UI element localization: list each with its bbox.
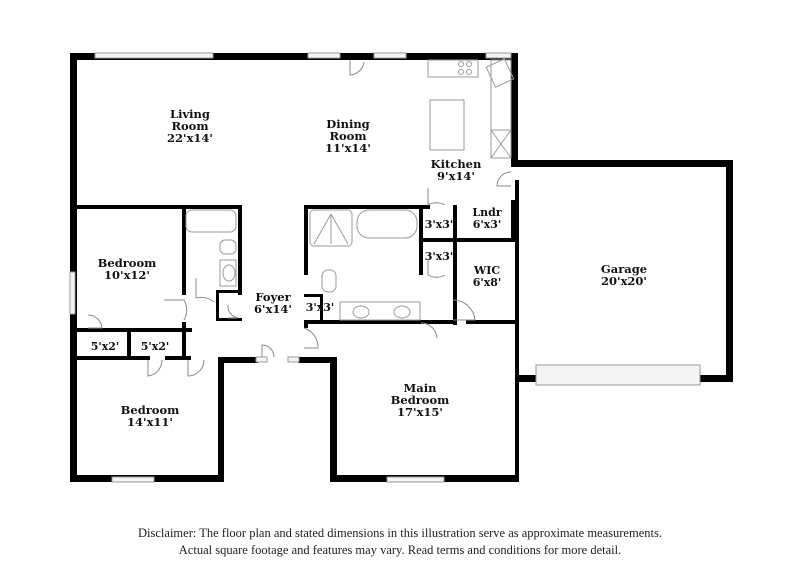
room-label-kitchen: Kitchen 9'x14' [430, 157, 482, 183]
doors [87, 60, 512, 377]
room-label-main-bedroom: Main Bedroom 17'x15' [390, 381, 450, 419]
room-label-laundry: Lndr 6'x3' [472, 206, 502, 231]
windows [69, 52, 701, 483]
room-label-bedroom-3: Bedroom 14'x11' [120, 403, 180, 429]
room-label-garage: Garage 20'x20' [600, 262, 648, 288]
room-label-closet-bed3: 5'x2' [140, 340, 170, 353]
room-label-bedroom-2: Bedroom 10'x12' [97, 256, 157, 282]
room-label-closet-main-bath: 3'x3' [424, 250, 454, 263]
disclaimer-line-1: Disclaimer: The floor plan and stated di… [138, 526, 662, 540]
room-label-closet-foyer: 3'x3' [305, 301, 335, 314]
room-label-closet-bed2: 5'x2' [90, 340, 120, 353]
room-label-foyer: Foyer 6'x14' [254, 290, 292, 316]
room-label-living-room: Living Room 22'x14' [167, 107, 213, 145]
disclaimer-line-2: Actual square footage and features may v… [178, 543, 622, 557]
room-label-wic: WIC 6'x8' [472, 264, 502, 289]
fixtures [185, 58, 515, 321]
interior-walls [70, 200, 515, 360]
room-label-dining-room: Dining Room 11'x14' [325, 117, 371, 155]
room-label-closet-kitchen: 3'x3' [424, 218, 454, 231]
disclaimer: Disclaimer: The floor plan and stated di… [0, 525, 800, 559]
